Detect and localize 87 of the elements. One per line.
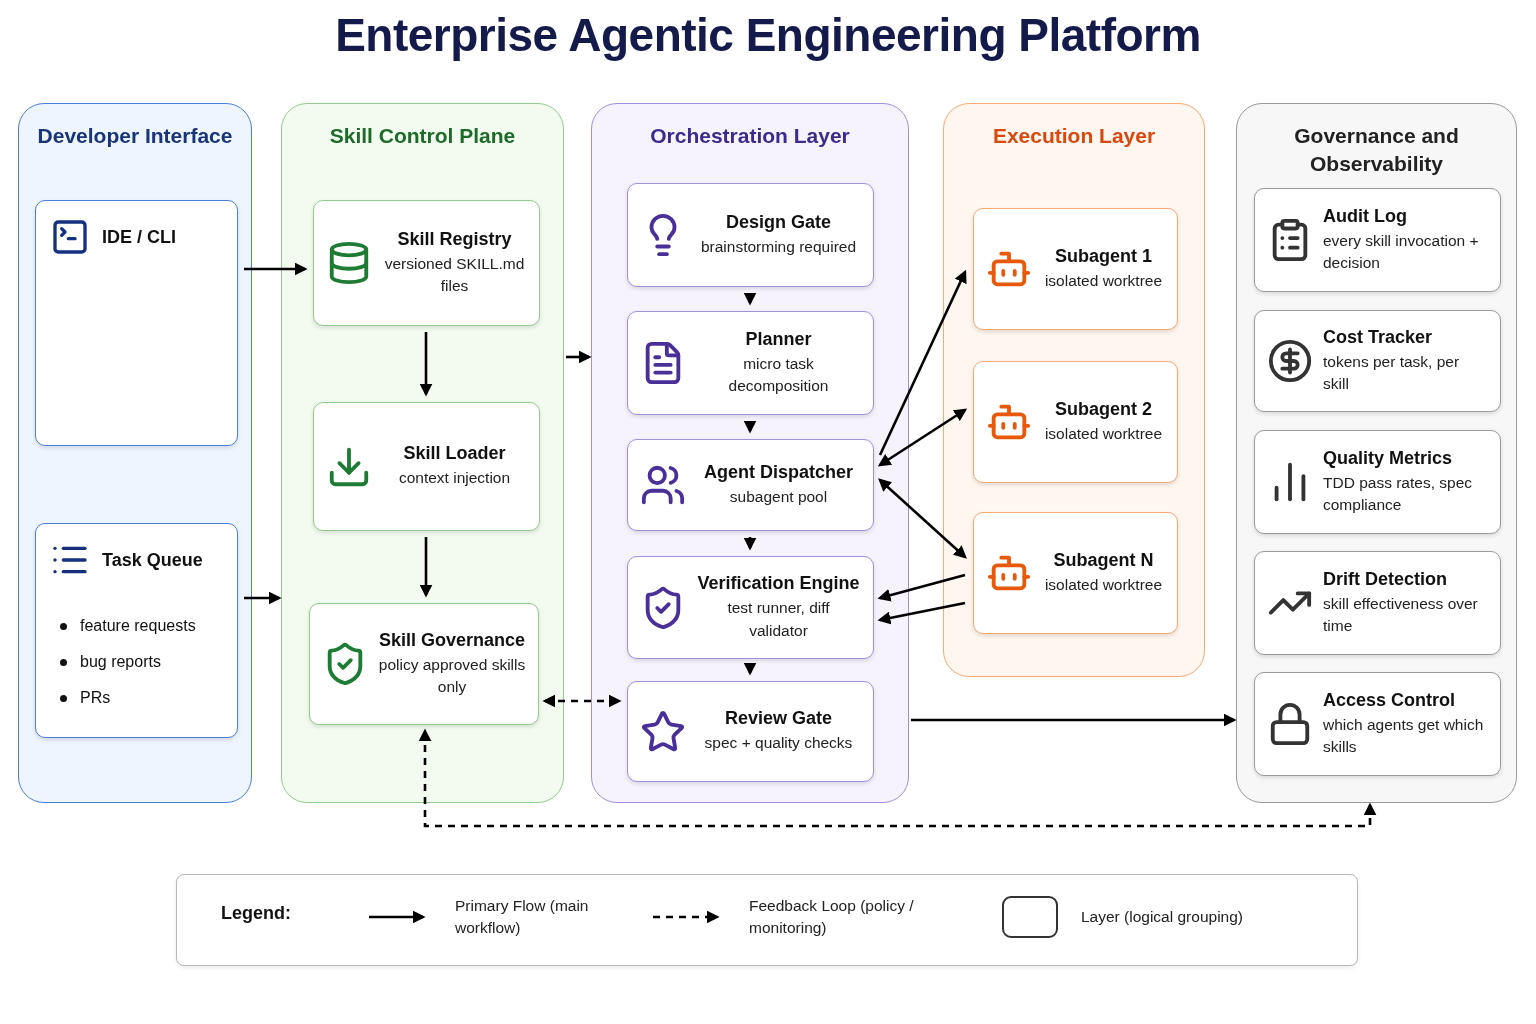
process-box [627, 311, 874, 415]
process-box [627, 183, 874, 287]
layer-panel [18, 103, 252, 803]
list-item: bug reports [60, 644, 223, 680]
arrow [244, 591, 282, 605]
layer-title: Governance and Observability [1293, 123, 1460, 178]
node-description: isolated worktree [1044, 423, 1163, 444]
legend-text: Primary Flow (main workflow) [455, 896, 590, 939]
node-description: brainstorming required [700, 236, 857, 257]
node-description: tokens per task, per skill [1323, 351, 1461, 394]
node-title: Review Gate [724, 708, 833, 730]
layer-panel [1236, 103, 1517, 803]
arrow [911, 713, 1237, 727]
arrow [244, 262, 308, 276]
node-title: Cost Tracker [1323, 326, 1433, 348]
diagram-title: Enterprise Agentic Engineering Platform [334, 8, 1202, 62]
node-description: TDD pass rates, spec compliance [1323, 472, 1474, 515]
process-box [627, 439, 874, 531]
arrow [542, 694, 622, 708]
node-description: every skill invocation + decision [1323, 230, 1480, 273]
list-item: PRs [60, 680, 223, 716]
arrow [419, 332, 433, 397]
node-title: Task Queue [102, 549, 203, 571]
node-title: Subagent 1 [1055, 245, 1152, 267]
layer-title: Developer Interface [36, 123, 234, 149]
arrow [566, 350, 592, 364]
node-title: Planner [745, 328, 812, 350]
layer-panel [591, 103, 909, 803]
arrow [877, 601, 966, 625]
arrow [743, 420, 757, 434]
node-description: spec + quality checks [704, 733, 853, 754]
node-title: IDE / CLI [102, 226, 176, 248]
legend-text: Layer (logical grouping) [1081, 906, 1244, 927]
legend-text: Feedback Loop (policy / monitoring) [749, 896, 915, 939]
layer-title: Orchestration Layer [649, 123, 851, 149]
layer-title: Execution Layer [991, 123, 1157, 149]
process-box [35, 200, 238, 446]
node-title: Verification Engine [697, 573, 860, 595]
node-description: policy approved skills only [378, 654, 526, 697]
process-box [1254, 672, 1501, 776]
arrow [878, 478, 967, 559]
node-description: isolated worktree [1044, 574, 1163, 595]
node-title: Skill Registry [397, 228, 512, 250]
process-box [313, 402, 540, 531]
node-description: skill effectiveness over time [1323, 593, 1479, 636]
node-title: Audit Log [1323, 205, 1407, 227]
arrow [743, 537, 757, 551]
arrow [419, 537, 433, 598]
process-box [1254, 551, 1501, 655]
arrow [878, 269, 967, 456]
node-title: Quality Metrics [1323, 447, 1453, 469]
process-box [309, 603, 539, 725]
process-box [973, 512, 1178, 634]
node-description: isolated worktree [1044, 270, 1163, 291]
node-title: Skill Loader [403, 443, 506, 465]
list-item: feature requests [60, 608, 223, 644]
node-title: Subagent 2 [1055, 398, 1152, 420]
process-box [1254, 430, 1501, 534]
arrow [743, 662, 757, 676]
node-description: context injection [398, 468, 511, 489]
node-title: Design Gate [726, 211, 831, 233]
node-title: Drift Detection [1323, 568, 1447, 590]
node-description: which agents get which skills [1323, 714, 1485, 757]
process-box [627, 681, 874, 782]
node-description: test runner, diff validator [726, 598, 831, 641]
process-box [1254, 310, 1501, 412]
node-title: Skill Governance [378, 629, 526, 651]
arrow [418, 728, 1377, 828]
node-title: Subagent N [1053, 549, 1154, 571]
process-box [973, 208, 1178, 330]
process-box [1254, 188, 1501, 292]
node-description: subagent pool [729, 486, 828, 507]
process-box [313, 200, 540, 326]
process-box [35, 523, 238, 738]
layer-title: Skill Control Plane [328, 123, 517, 149]
node-title: Agent Dispatcher [704, 461, 853, 483]
node-title: Access Control [1323, 689, 1456, 711]
layer-panel [281, 103, 564, 803]
process-box [627, 556, 874, 659]
process-box [973, 361, 1178, 483]
node-description: micro task decomposition [727, 353, 830, 396]
layer-panel [943, 103, 1205, 677]
arrow [877, 408, 968, 467]
arrow [877, 573, 966, 602]
heading-text: Legend: [221, 903, 291, 924]
node-description: versioned SKILL.md files [383, 253, 526, 296]
arrow [743, 292, 757, 306]
